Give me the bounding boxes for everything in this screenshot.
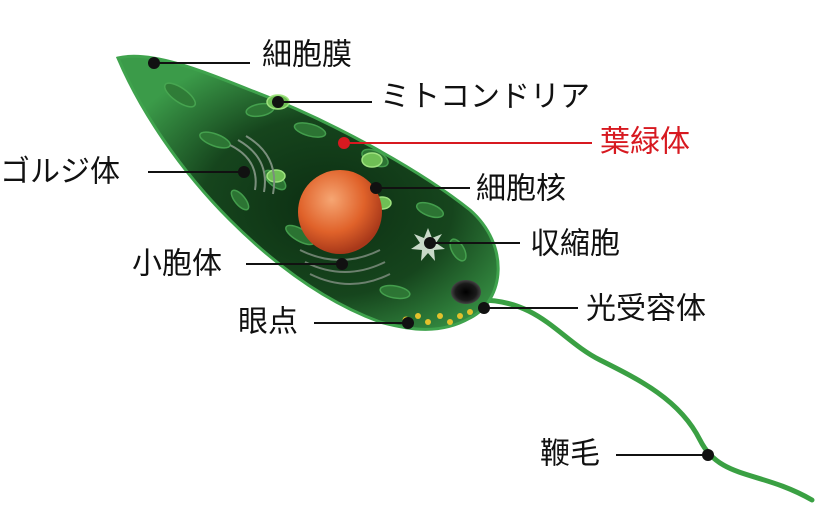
label-eyespot: 眼点 — [238, 305, 298, 340]
label-vesicle: 小胞体 — [132, 247, 222, 282]
pointer-flagellum — [702, 449, 714, 461]
pointer-chloroplast — [338, 137, 350, 149]
label-nucleus: 細胞核 — [476, 172, 566, 207]
label-mitochondria: ミトコンドリア — [380, 80, 590, 115]
pointer-golgi — [238, 166, 250, 178]
golgi-apparatus — [229, 135, 276, 195]
pointer-contractile-vacuole — [424, 237, 436, 249]
pointer-cell-membrane — [148, 57, 160, 69]
pointer-mitochondria — [272, 96, 284, 108]
label-contractile-vacuole: 収縮胞 — [530, 227, 620, 262]
label-cell-membrane: 細胞膜 — [262, 38, 352, 73]
label-photoreceptor: 光受容体 — [586, 292, 706, 327]
label-golgi: ゴルジ体 — [0, 155, 120, 190]
pointer-vesicle — [336, 258, 348, 270]
nucleus — [298, 170, 382, 254]
label-chloroplast: 葉緑体 — [600, 125, 690, 160]
photoreceptor — [451, 280, 481, 304]
flagellum — [477, 297, 815, 503]
label-flagellum: 鞭毛 — [540, 437, 600, 472]
pointer-eyespot — [402, 317, 414, 329]
pointer-nucleus — [370, 182, 382, 194]
pointer-photoreceptor — [478, 302, 490, 314]
